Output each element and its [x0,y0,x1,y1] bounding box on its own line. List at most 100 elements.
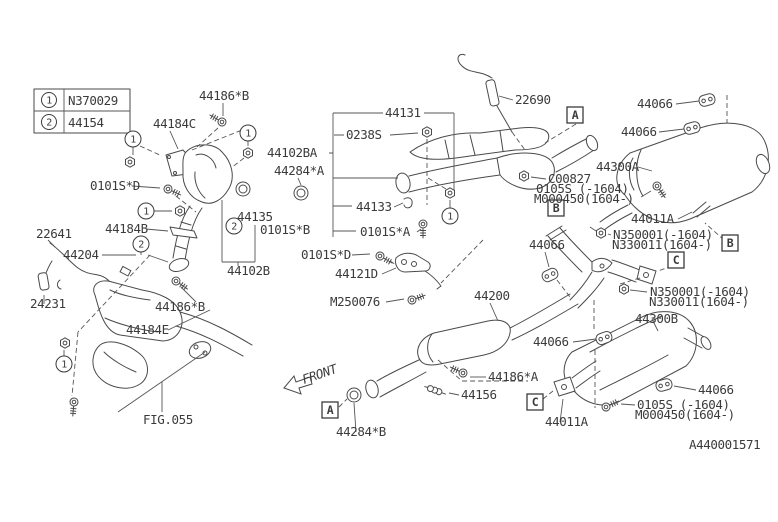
callout-44066-2: 44066 [621,124,657,139]
callout-22690: 22690 [515,92,551,107]
callout-0238S: 0238S [346,127,382,142]
callout-N350001-1: N350001(-1604) [613,227,713,242]
legend-part-1: N370029 [68,93,118,108]
legend-num-2: 2 [46,118,52,129]
callout-44156: 44156 [461,387,497,402]
marker-C1: C [667,251,685,269]
nut-icon [175,205,185,217]
circled-ref: 2 [225,217,243,235]
callout-44131: 44131 [385,105,421,120]
callout-24231: 24231 [30,296,66,311]
nut-icon [445,187,455,199]
svg-text:1: 1 [447,212,453,223]
front-label: FRONT [300,360,340,386]
callout-44186A: 44186*A [488,369,539,384]
callout-22641: 22641 [36,226,72,241]
circled-ref: 1 [239,124,257,142]
circled-ref: 1 [55,355,73,373]
hanger-44066-icon [697,92,717,108]
leader-lines [43,95,700,433]
callout-44102BA: 44102BA [267,145,318,160]
svg-text:2: 2 [138,240,144,251]
callout-C00827: C00827 [548,171,591,186]
callout-44102B: 44102B [227,263,270,278]
callout-44284B: 44284*B [336,424,386,439]
section-markers: A A B B C C [321,106,739,419]
nut-N350001-1-icon [596,227,606,239]
callout-M000450-2: M000450(1604-) [635,407,735,422]
svg-text:C: C [673,253,680,267]
legend-part-2: 44154 [68,115,104,130]
circled-ref: 1 [137,202,155,220]
callout-44011A-2: 44011A [545,414,589,429]
circled-ref: 1 [441,207,459,225]
oxygen-sensor-22690-art [457,53,526,151]
callout-0101SA: 0101S*A [360,224,411,239]
callout-44300A: 44300A [596,159,640,174]
callout-44200: 44200 [474,288,510,303]
bolt-44186B-top-icon [207,111,228,128]
svg-text:C: C [532,395,539,409]
callout-44284A: 44284*A [274,163,325,178]
nut-0238S-icon [422,126,432,138]
rear-muffler-44300B-art [553,300,712,408]
drawing-number: A440001571 [689,437,760,452]
callout-N330011-2: N330011(1604-) [649,294,749,309]
figure-ref: FIG.055 [143,412,193,427]
callout-0101SD-2: 0101S*D [301,247,351,262]
bolt-0101SA-icon [418,219,428,239]
callout-N330011-1: N330011(1604-) [612,237,712,252]
bolt-44186A-icon [448,362,469,379]
nut-icon [125,156,135,168]
circled-refs: 1 1 1 2 2 1 1 [55,124,459,373]
bolt-heatshield-icon [68,397,79,417]
callout-44300B: 44300B [635,311,678,326]
callout-44066-3: 44066 [529,237,565,252]
exhaust-manifold-art [71,254,253,413]
svg-text:2: 2 [231,222,237,233]
legend-table: 1 2 N370029 44154 [33,88,131,134]
marker-A1: A [566,106,584,124]
callout-44186B-2: 44186*B [155,299,205,314]
callout-44066-4: 44066 [533,334,569,349]
spring-bolt-44156-icon [423,383,447,398]
rear-muffler-44300A-art [599,95,771,241]
mid-pipe-44200-art [338,293,579,408]
nut-C00827-icon [519,170,529,182]
bolt-M250076-icon [406,290,428,306]
callout-M000450-1: M000450(1604-) [534,191,634,206]
callout-44186B-top: 44186*B [199,88,249,103]
callout-0101SD-1: 0101S*D [90,178,140,193]
callout-0105S-2: 0105S (-1604) [637,397,730,412]
callout-44066-1: 44066 [637,96,673,111]
callout-44066-5: 44066 [698,382,734,397]
bolt-0101SD-1-icon [162,183,183,200]
callout-44204: 44204 [63,247,99,262]
callout-44184B: 44184B [105,221,148,236]
bolt-44186B-2-icon [169,274,191,293]
legend-num-1: 1 [46,96,52,107]
callout-0105S-1: 0105S (-1604) [536,181,629,196]
marker-B1: B [547,199,565,217]
front-direction-indicator: FRONT [283,360,340,395]
hanger-44066-icon [539,266,561,284]
nut-icon [243,147,253,159]
marker-A2: A [321,401,339,419]
callout-44184C: 44184C [153,116,196,131]
callout-44121D: 44121D [335,266,378,281]
bracket-44121D-art [395,197,484,290]
callout-44011A-1: 44011A [631,211,675,226]
nut-N350001-2-icon [619,283,629,295]
callout-44184E: 44184E [126,322,169,337]
callout-0101SB: 0101S*B [260,222,310,237]
callout-M250076: M250076 [330,294,380,309]
svg-text:1: 1 [130,135,136,146]
gasket-44284B-icon [346,387,362,403]
marker-B2: B [721,234,739,252]
circled-ref: 2 [132,235,150,253]
svg-text:B: B [727,236,734,250]
marker-C2: C [526,393,544,411]
svg-text:1: 1 [245,129,251,140]
